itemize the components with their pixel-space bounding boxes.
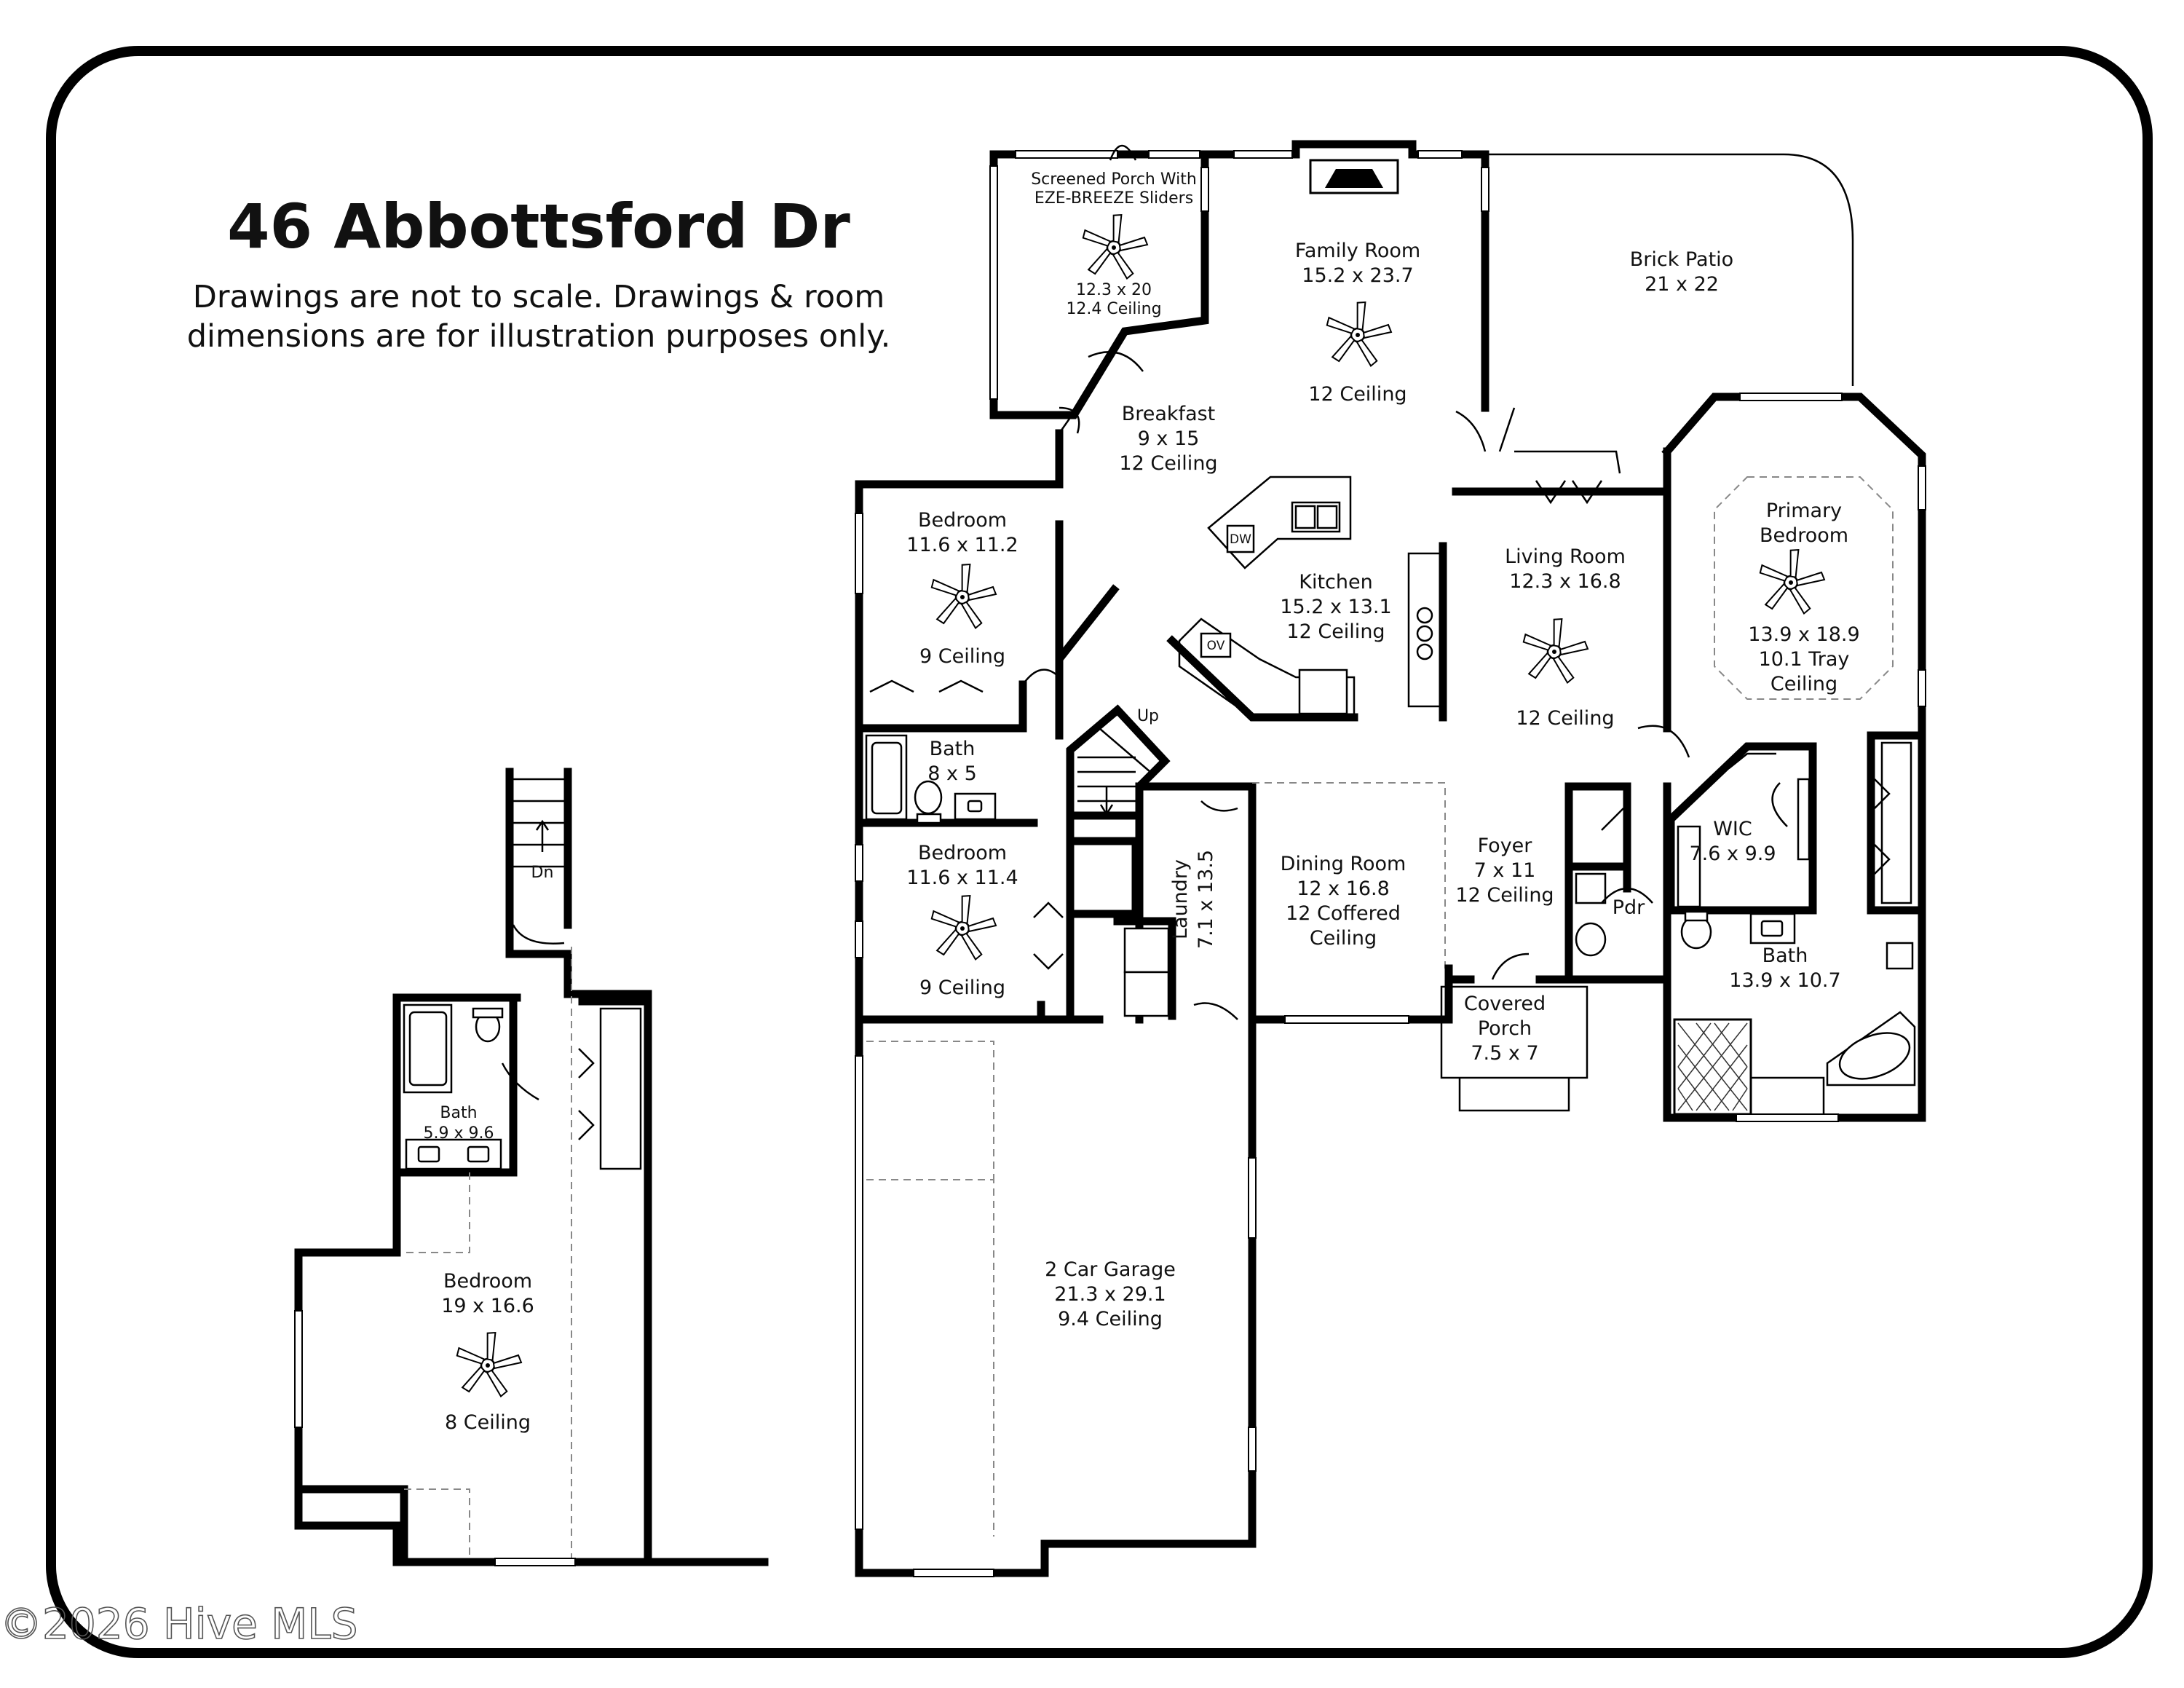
ceiling-fan-icon <box>928 561 997 631</box>
stairs-down-label: Dn <box>531 864 554 882</box>
bath-1-dim: 8 x 5 <box>927 762 977 785</box>
primary-bedroom-ceiling-1: 10.1 Tray <box>1759 648 1850 671</box>
screened-porch-dim: 12.3 x 20 <box>1076 281 1152 299</box>
bedroom-2-ceiling: 9 Ceiling <box>919 977 1005 999</box>
foyer-ceiling: 12 Ceiling <box>1455 884 1554 907</box>
brick-patio-dim: 21 x 22 <box>1645 273 1719 296</box>
bedroom-2-dim: 11.6 x 11.4 <box>906 867 1018 889</box>
garage-dim: 21.3 x 29.1 <box>1054 1283 1166 1306</box>
ceiling-fan-icon <box>1080 211 1149 282</box>
primary-bath-name: Bath <box>1762 944 1808 967</box>
living-room-ceiling: 12 Ceiling <box>1516 707 1614 730</box>
breakfast-ceiling: 12 Ceiling <box>1119 452 1217 475</box>
oven-label: OV <box>1207 639 1225 653</box>
dining-room-ceiling-1: 12 Coffered <box>1286 902 1401 925</box>
bonus-bedroom-name: Bedroom <box>443 1270 532 1293</box>
kitchen-dim: 15.2 x 13.1 <box>1280 596 1391 618</box>
primary-bedroom-name-1: Primary <box>1766 500 1842 522</box>
kitchen-ceiling: 12 Ceiling <box>1286 620 1385 643</box>
watermark: ©2026 Hive MLS <box>0 1599 357 1649</box>
garage-ceiling: 9.4 Ceiling <box>1058 1308 1163 1330</box>
stairs-up-label: Up <box>1137 707 1159 725</box>
covered-porch-name-1: Covered <box>1464 993 1546 1015</box>
bath-1-name: Bath <box>930 738 976 760</box>
laundry-name: Laundry <box>1169 859 1192 939</box>
living-room-dim: 12.3 x 16.8 <box>1509 570 1621 593</box>
bonus-bath-name: Bath <box>440 1104 477 1122</box>
primary-bedroom-name-2: Bedroom <box>1760 524 1848 547</box>
dishwasher-label: DW <box>1230 532 1251 547</box>
screened-porch-name-2: EZE-BREEZE Sliders <box>1034 189 1193 208</box>
ceiling-fan-icon <box>1520 615 1589 686</box>
breakfast-name: Breakfast <box>1122 403 1216 425</box>
pdr-name: Pdr <box>1613 896 1645 919</box>
ceiling-fan-icon <box>1324 299 1393 369</box>
primary-bath-dim: 13.9 x 10.7 <box>1729 969 1840 992</box>
kitchen-name: Kitchen <box>1299 571 1372 593</box>
wic-name: WIC <box>1713 818 1752 840</box>
bedroom-1-name: Bedroom <box>918 509 1007 532</box>
bedroom-1-ceiling: 9 Ceiling <box>919 645 1005 668</box>
dining-room-name: Dining Room <box>1281 853 1406 875</box>
disclaimer-line-1: Drawings are not to scale. Drawings & ro… <box>193 279 885 315</box>
ceiling-fan-icon <box>1757 546 1826 617</box>
primary-bedroom-ceiling-2: Ceiling <box>1770 673 1837 695</box>
dining-room-ceiling-2: Ceiling <box>1310 927 1377 950</box>
screened-porch-name-1: Screened Porch With <box>1031 170 1197 189</box>
garage-name: 2 Car Garage <box>1045 1258 1176 1281</box>
dining-room-dim: 12 x 16.8 <box>1297 877 1390 900</box>
bedroom-1-dim: 11.6 x 11.2 <box>906 534 1018 556</box>
foyer-name: Foyer <box>1478 835 1533 857</box>
bonus-floor <box>294 768 769 1566</box>
laundry-dim: 7.1 x 13.5 <box>1195 850 1217 949</box>
page-title: 46 Abbottsford Dr <box>227 191 850 262</box>
family-room-name: Family Room <box>1295 240 1420 262</box>
bedroom-2-name: Bedroom <box>918 842 1007 864</box>
covered-porch-name-2: Porch <box>1478 1017 1532 1040</box>
breakfast-dim: 9 x 15 <box>1138 427 1200 450</box>
covered-porch-dim: 7.5 x 7 <box>1471 1042 1538 1065</box>
ceiling-fan-icon <box>454 1329 523 1400</box>
screened-porch-ceiling: 12.4 Ceiling <box>1066 300 1161 318</box>
bonus-bedroom-ceiling: 8 Ceiling <box>445 1411 531 1434</box>
ceiling-fan-icon <box>928 892 997 963</box>
bonus-bath-dim: 5.9 x 9.6 <box>424 1124 494 1143</box>
foyer-dim: 7 x 11 <box>1474 859 1536 882</box>
primary-bedroom-dim: 13.9 x 18.9 <box>1748 623 1859 646</box>
family-room-ceiling: 12 Ceiling <box>1308 383 1406 406</box>
bonus-bedroom-dim: 19 x 16.6 <box>441 1295 534 1317</box>
disclaimer-line-2: dimensions are for illustration purposes… <box>187 318 891 355</box>
wic-dim: 7.6 x 9.9 <box>1689 843 1776 865</box>
main-floor <box>855 140 1926 1577</box>
brick-patio-name: Brick Patio <box>1630 248 1733 271</box>
family-room-dim: 15.2 x 23.7 <box>1302 264 1413 287</box>
page-frame <box>46 46 2153 1658</box>
living-room-name: Living Room <box>1505 545 1626 568</box>
